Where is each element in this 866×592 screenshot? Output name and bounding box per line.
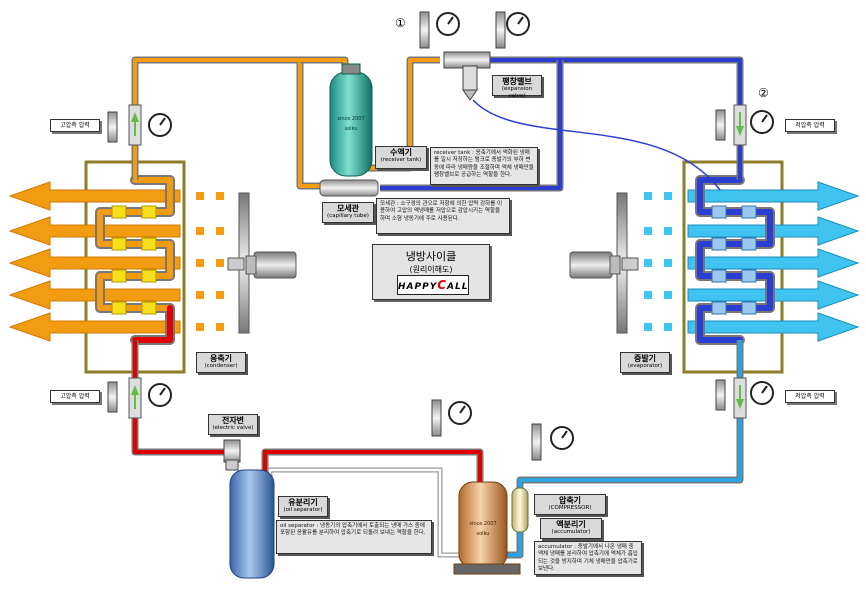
accumulator-vessel: [511, 487, 529, 533]
solenoid-valve: [223, 439, 241, 471]
happycall-logo: HAPPYCALL: [397, 275, 469, 295]
compressor-unit: [453, 481, 521, 575]
label-bottom-right-pressure: 저압측 압력: [785, 390, 835, 403]
solenoid-subtitle: (electric valve): [212, 425, 254, 432]
evaporator-fins: [711, 205, 757, 315]
condenser-title: 응축기: [209, 354, 233, 363]
evaporator-title: 증발기: [633, 354, 657, 363]
pressure-gauges: [148, 12, 774, 450]
cycle-title: 냉방사이클: [405, 250, 457, 263]
condenser-label: 응축기 (condenser): [196, 352, 246, 373]
receiver-subtitle: (receiver tank): [380, 157, 422, 164]
condenser-fan: [227, 192, 297, 334]
capillary-title: 모세관: [336, 204, 360, 213]
receiver-tank: [329, 63, 373, 177]
evaporator-coil: [695, 175, 775, 345]
evaporator-airflow-dashes: [644, 192, 672, 331]
capillary-label: 모세관 (capillary tube): [322, 202, 374, 223]
oil-separator-label: 유분리기 (oil separator): [278, 496, 328, 517]
svg-text:solku: solku: [345, 126, 358, 132]
compressor-title: 압축기: [558, 496, 582, 505]
cycle-subtitle: (원리이해도): [409, 265, 453, 274]
compressor-subtitle: (COMPRESSOR): [548, 505, 592, 512]
oil-separator-tank: [229, 469, 275, 579]
marker-1: ①: [395, 16, 406, 30]
sight-glass-bottom-left: [128, 377, 142, 419]
hot-gas-pipes: [131, 340, 484, 482]
gauge-tubes: [107, 11, 726, 461]
condenser-coil: [95, 175, 175, 345]
expansion-valve: [443, 51, 491, 101]
accumulator-note: accumulator : 증발기에서 나온 냉매 중 액체 냉매를 분리하여 …: [534, 541, 642, 575]
accumulator-subtitle: (accumulator): [551, 529, 591, 536]
accumulator-label: 액분리기 (accumulator): [540, 518, 602, 539]
cycle-title-box: 냉방사이클 (원리이해도) HAPPYCALL: [372, 244, 490, 300]
solenoid-title: 전자변: [221, 416, 245, 425]
receiver-label: 수액기 (receiver tank): [375, 146, 427, 169]
svg-text:solku: solku: [477, 531, 490, 537]
compressor-body-text: since 2007: [469, 521, 496, 527]
evaporator-label: 증발기 (evaporator): [620, 352, 670, 373]
sight-glass-top-right: [733, 104, 747, 146]
oil-separator-subtitle: (oil separator): [283, 507, 323, 514]
evaporator-fan: [569, 192, 639, 334]
accumulator-title: 액분리기: [556, 520, 586, 529]
label-top-right-pressure: 저압측 압력: [785, 119, 835, 132]
capillary-note: 모세관 : 소구경의 관으로 저항에 의한 압력 강하를 이용하여 고압의 액냉…: [376, 198, 510, 234]
receiver-body-text: since 2007: [337, 116, 364, 122]
marker-2: ②: [758, 86, 769, 100]
receiver-note: receiver tank : 응축기에서 액화된 냉매를 일시 저장하는 탱크…: [430, 147, 538, 185]
sight-glass-bottom-right: [733, 377, 747, 419]
expansion-valve-label: 팽창밸브 (expansion valve): [492, 75, 542, 99]
expansion-title: 팽창밸브: [502, 77, 532, 86]
condenser-subtitle: (condenser): [204, 363, 238, 370]
label-top-left-pressure: 고압측 압력: [50, 119, 100, 132]
evaporator-subtitle: (evaporator): [627, 363, 663, 370]
capillary-tube: [319, 179, 379, 197]
condenser-fins: [111, 205, 157, 315]
compressor-label: 압축기 (COMPRESSOR): [534, 494, 606, 515]
label-bottom-left-pressure: 고압측 압력: [50, 390, 100, 403]
expansion-subtitle: (expansion valve): [501, 86, 533, 99]
oil-separator-note: oil separator : 냉동기의 압축기에서 토출되는 냉매 가스 중에…: [276, 520, 432, 554]
sight-glass-top-left: [128, 104, 142, 146]
capillary-subtitle: (capillary tube): [327, 213, 369, 220]
solenoid-valve-label: 전자변 (electric valve): [208, 414, 258, 435]
condenser-airflow-dashes: [196, 192, 224, 331]
oil-separator-title: 유분리기: [288, 498, 318, 507]
receiver-title: 수액기: [389, 148, 413, 157]
